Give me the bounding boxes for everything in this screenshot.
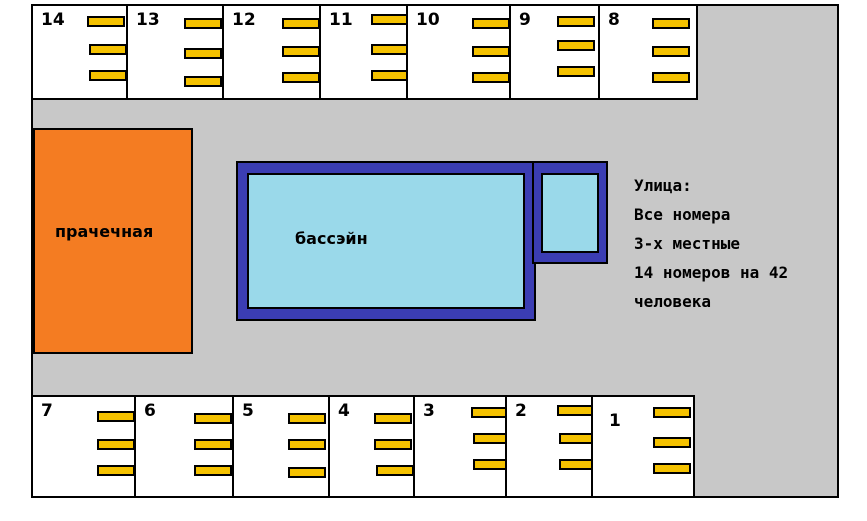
room-4: 4 [328, 395, 415, 498]
bed-icon [557, 16, 595, 27]
bed-icon [653, 463, 691, 474]
room-2: 2 [505, 395, 597, 498]
room-number: 11 [329, 10, 353, 30]
room-number: 7 [41, 401, 53, 421]
bed-icon [376, 465, 414, 476]
bed-icon [282, 46, 320, 57]
room-9: 9 [509, 4, 600, 100]
bed-icon [184, 76, 222, 87]
bed-icon [87, 16, 125, 27]
room-10: 10 [406, 4, 511, 100]
room-number: 14 [41, 10, 65, 30]
room-1: 1 [591, 395, 695, 498]
bed-icon [97, 465, 135, 476]
bed-icon [557, 40, 595, 51]
room-number: 5 [242, 401, 254, 421]
bed-icon [97, 439, 135, 450]
bed-icon [89, 44, 127, 55]
room-12: 12 [222, 4, 321, 100]
bed-icon [282, 72, 320, 83]
room-14: 14 [31, 4, 128, 100]
pool-small-water [541, 173, 599, 253]
bed-icon [374, 439, 412, 450]
bed-icon [557, 66, 595, 77]
info-note: Улица: Все номера 3-х местные 14 номеров… [634, 171, 788, 316]
bed-icon [371, 70, 409, 81]
room-number: 6 [144, 401, 156, 421]
bed-icon [288, 439, 326, 450]
room-5: 5 [232, 395, 330, 498]
laundry-label: прачечная [55, 222, 154, 241]
bed-icon [374, 413, 412, 424]
bed-icon [288, 467, 326, 478]
laundry-area: прачечная [33, 128, 193, 354]
bed-icon [282, 18, 320, 29]
room-number: 10 [416, 10, 440, 30]
room-number: 13 [136, 10, 160, 30]
info-line: человека [634, 292, 712, 311]
bed-icon [194, 465, 232, 476]
room-number: 8 [608, 10, 620, 30]
room-6: 6 [134, 395, 234, 498]
bed-icon [472, 46, 510, 57]
room-7: 7 [31, 395, 136, 498]
bed-icon [557, 405, 595, 416]
info-line: Улица: [634, 176, 692, 195]
bed-icon [194, 413, 232, 424]
bed-icon [184, 48, 222, 59]
bed-icon [371, 14, 409, 25]
bed-icon [653, 407, 691, 418]
room-8: 8 [598, 4, 698, 100]
room-11: 11 [319, 4, 409, 100]
room-number: 1 [609, 411, 621, 431]
room-number: 9 [519, 10, 531, 30]
bed-icon [194, 439, 232, 450]
bed-icon [472, 72, 510, 83]
bed-icon [471, 407, 509, 418]
bed-icon [184, 18, 222, 29]
room-number: 3 [423, 401, 435, 421]
bed-icon [472, 18, 510, 29]
bed-icon [652, 18, 690, 29]
bed-icon [653, 437, 691, 448]
pool-label: бассэйн [295, 229, 368, 248]
info-line: Все номера [634, 205, 731, 224]
info-line: 3-х местные [634, 234, 740, 253]
bed-icon [288, 413, 326, 424]
pool-main-water [247, 173, 525, 309]
bed-icon [371, 44, 409, 55]
info-line: 14 номеров на 42 [634, 263, 789, 282]
bed-icon [97, 411, 135, 422]
bed-icon [652, 72, 690, 83]
bed-icon [89, 70, 127, 81]
bed-icon [652, 46, 690, 57]
room-number: 12 [232, 10, 256, 30]
room-number: 2 [515, 401, 527, 421]
room-3: 3 [413, 395, 511, 498]
room-13: 13 [126, 4, 224, 100]
room-number: 4 [338, 401, 350, 421]
